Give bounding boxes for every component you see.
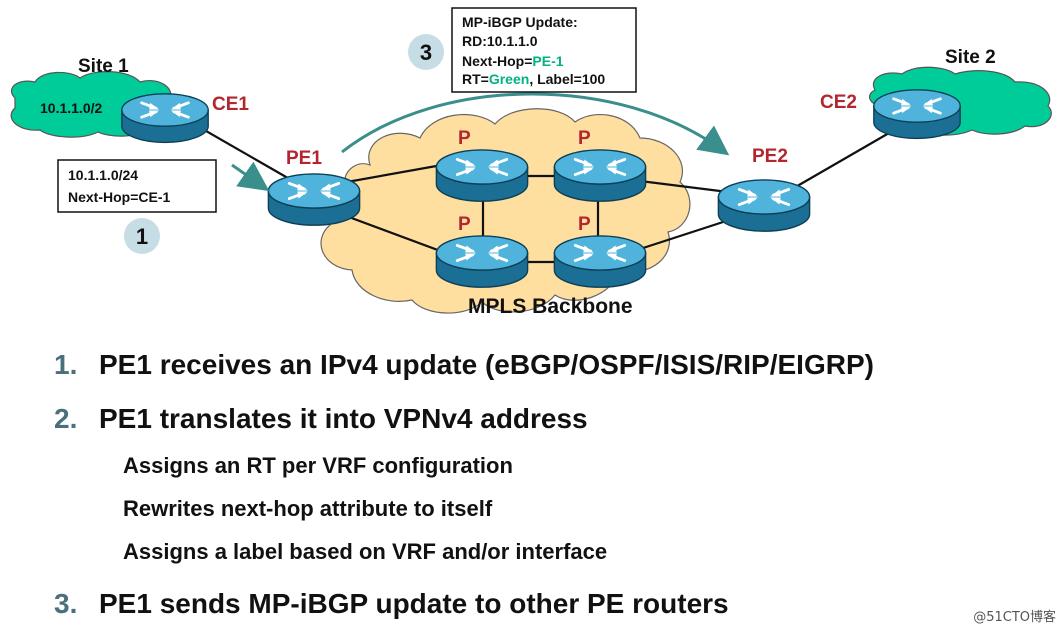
update-box xyxy=(57,159,217,213)
step1-number: 1 xyxy=(136,224,148,249)
arrow-pe1-to-pe2 xyxy=(341,92,730,156)
step3-circle xyxy=(408,34,444,70)
mpbgp-next-hop: Next-Hop=PE-1 xyxy=(462,53,564,69)
router-p3 xyxy=(434,234,530,289)
update-box-line2: Next-Hop=CE-1 xyxy=(68,189,171,205)
router-p1 xyxy=(434,148,530,203)
p3-label: P xyxy=(458,214,471,235)
ce2-label: CE2 xyxy=(820,92,857,113)
step1-circle xyxy=(124,218,160,254)
pe2-label: PE2 xyxy=(752,146,788,167)
router-p2 xyxy=(552,148,648,203)
pe1-label: PE1 xyxy=(286,148,322,169)
backbone-label: MPLS Backbone xyxy=(468,295,633,318)
mpbgp-line2: RD:10.1.1.0 xyxy=(462,33,538,49)
router-pe2 xyxy=(716,178,812,233)
mpbgp-line1: MP-iBGP Update: xyxy=(462,14,578,30)
p4-label: P xyxy=(578,214,591,235)
router-pe1 xyxy=(266,172,362,227)
router-ce1 xyxy=(120,92,210,144)
mpbgp-update-box xyxy=(451,7,637,93)
step3-number: 3 xyxy=(420,40,432,65)
arrow-ce1-to-pe1 xyxy=(231,161,270,192)
site2-label: Site 2 xyxy=(945,47,996,68)
site1-label: Site 1 xyxy=(78,56,129,77)
watermark: @51CTO博客 xyxy=(973,610,1056,625)
ce1-label: CE1 xyxy=(212,94,249,115)
mpbgp-rt-label: RT=Green, Label=100 xyxy=(462,71,605,87)
update-box-line1: 10.1.1.0/24 xyxy=(68,167,138,183)
router-p4 xyxy=(552,234,648,289)
router-ce2 xyxy=(872,88,962,140)
site1-prefix: 10.1.1.0/2 xyxy=(40,100,102,116)
p2-label: P xyxy=(578,128,591,149)
p1-label: P xyxy=(458,128,471,149)
